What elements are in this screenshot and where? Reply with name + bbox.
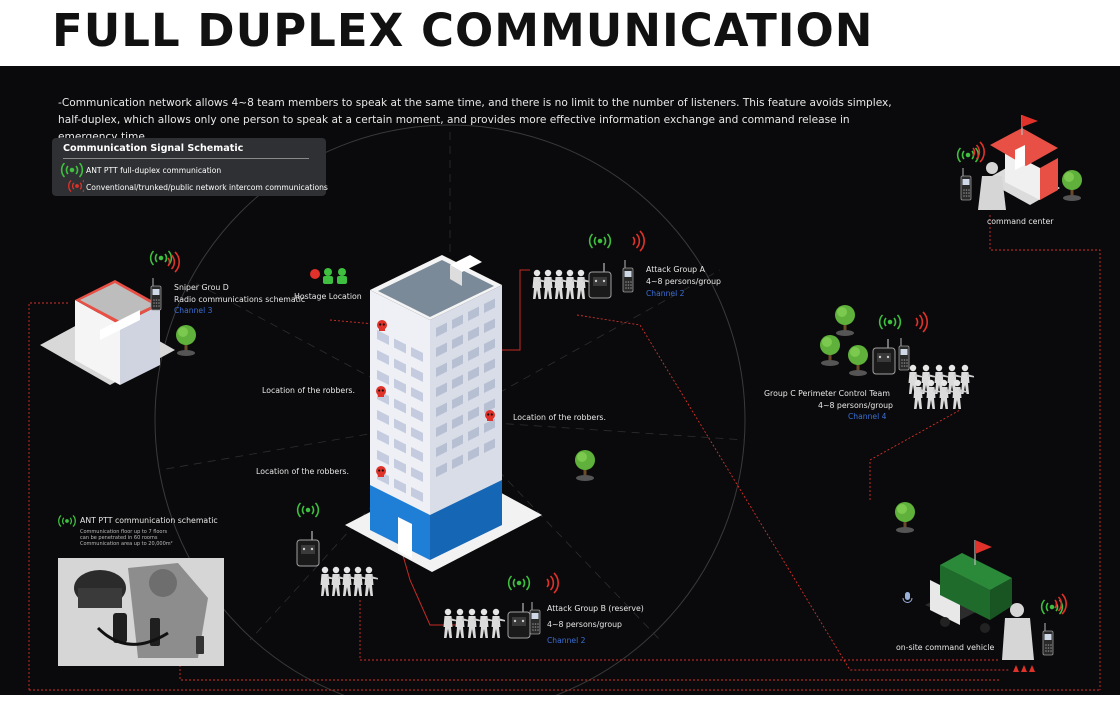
ant-schematic-line-2: can be penetrated in 60 rooms — [80, 535, 158, 541]
group-c-name: Group C Perimeter Control Team — [764, 389, 890, 398]
signal-legend: Communication Signal Schematic ANT PTT f… — [52, 138, 328, 196]
sniper-group-name: Sniper Grou D — [174, 283, 229, 292]
microphone-icon — [902, 592, 913, 603]
ant-schematic-line-1: Communication floor up to 7 floors — [80, 529, 168, 535]
attack-group-b-name: Attack Group B (reserve) — [547, 604, 644, 613]
attack-group-a-desc: 4~8 persons/group — [646, 277, 721, 286]
link-lines — [28, 215, 1101, 691]
attack-group-b-desc: 4~8 persons/group — [547, 620, 622, 629]
left-squad — [320, 566, 378, 596]
central-building — [370, 255, 502, 560]
ant-schematic-title: ANT PTT communication schematic — [80, 516, 218, 525]
ant-schematic-line-3: Communication area up to 20,000m² — [80, 541, 173, 547]
sniper-group-channel: Channel 3 — [174, 306, 213, 315]
group-c-desc: 4~8 persons/group — [818, 401, 893, 410]
command-center-building — [985, 115, 1060, 205]
ant-schematic-wave-icon — [58, 514, 76, 528]
robbers-label-2: Location of the robbers. — [513, 413, 606, 422]
attack-group-b-squad — [443, 608, 505, 638]
ant-schematic-photo — [58, 558, 224, 666]
page-title: FULL DUPLEX COMMUNICATION — [52, 4, 874, 57]
attack-group-a-channel: Channel 2 — [646, 289, 685, 298]
legend-item-full-duplex: ANT PTT full-duplex communication — [86, 166, 222, 175]
command-operators — [978, 162, 1034, 660]
robbers-label-1: Location of the robbers. — [262, 386, 355, 395]
attack-group-a-squad — [532, 269, 590, 299]
group-c-squad — [908, 364, 974, 409]
group-c-channel: Channel 4 — [848, 412, 887, 421]
attack-group-b-channel: Channel 2 — [547, 636, 586, 645]
hostage-icons — [310, 268, 347, 284]
building-windows — [377, 298, 495, 502]
legend-item-conventional: Conventional/trunked/public network inte… — [86, 183, 328, 192]
bottom-arrows — [1013, 665, 1035, 672]
hostage-label: Hostage Location — [294, 292, 362, 301]
legend-divider — [63, 158, 309, 159]
command-center-label: command center — [987, 217, 1054, 226]
legend-title: Communication Signal Schematic — [63, 143, 244, 154]
attack-group-a-name: Attack Group A — [646, 265, 705, 274]
sniper-group-desc: Radio communications schematic — [174, 295, 306, 304]
command-vehicle-label: on-site command vehicle — [896, 643, 995, 652]
legend-wave-icons — [60, 163, 84, 193]
robbers-label-3: Location of the robbers. — [256, 467, 349, 476]
command-vehicle — [925, 540, 1012, 633]
sniper-building — [40, 280, 175, 385]
